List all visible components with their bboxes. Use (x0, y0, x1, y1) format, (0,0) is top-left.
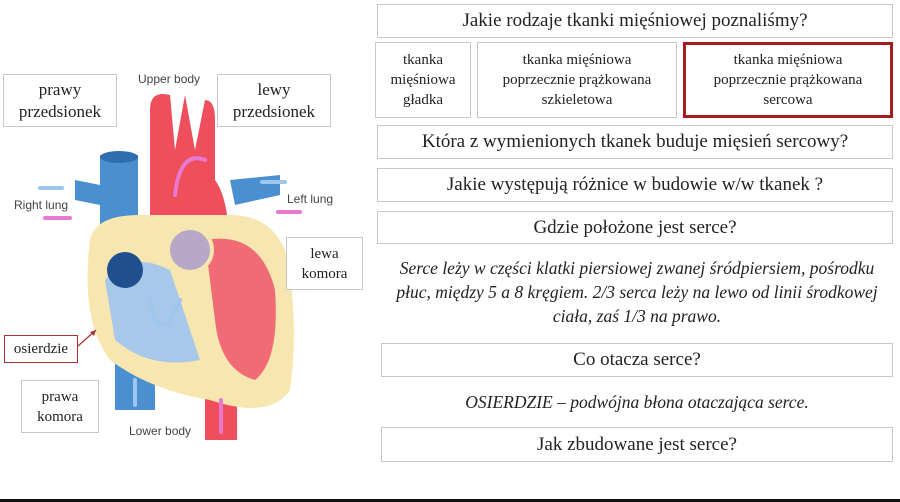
label-prawy-przedsionek: prawy przedsionek (3, 74, 117, 127)
tissue-skeletal: tkanka mięśniowa poprzecznie prążkowana … (477, 42, 677, 118)
label-prawa-komora: prawa komora (21, 380, 99, 433)
tissue-cardiac-highlighted: tkanka mięśniowa poprzecznie prążkowana … (683, 42, 893, 118)
pulmonary-vein-right (75, 180, 100, 205)
question-heart-location: Gdzie położone jest serce? (377, 211, 893, 244)
question-tissue-types: Jakie rodzaje tkanki mięśniowej poznaliś… (377, 4, 893, 38)
answer-pericardium: OSIERDZIE – podwójna błona otaczająca se… (465, 392, 809, 412)
label-left-lung: Left lung (287, 192, 334, 206)
question-heart-structure: Jak zbudowane jest serce? (381, 427, 893, 462)
pointer-arrow-icon (77, 329, 97, 347)
label-upper-body: Upper body (138, 72, 201, 86)
label-osierdzie: osierdzie (4, 335, 78, 363)
left-ventricle (205, 238, 276, 380)
pulmonary-vein-left (230, 175, 280, 205)
heart-diagram (38, 94, 302, 440)
question-heart-muscle: Która z wymienionych tkanek buduje mięsi… (377, 125, 893, 159)
label-right-lung: Right lung (14, 198, 69, 212)
label-lewa-komora: lewa komora (286, 237, 363, 290)
tissue-smooth: tkanka mięśniowa gładka (375, 42, 471, 118)
question-surrounds-heart: Co otacza serce? (381, 343, 893, 377)
bottom-bar (0, 499, 900, 502)
label-lower-body: Lower body (129, 424, 192, 438)
answer-heart-location: Serce leży w części klatki piersiowej zw… (396, 258, 878, 326)
question-differences: Jakie występują różnice w budowie w/w tk… (377, 168, 893, 202)
label-lewy-przedsionek: lewy przedsionek (217, 74, 331, 127)
